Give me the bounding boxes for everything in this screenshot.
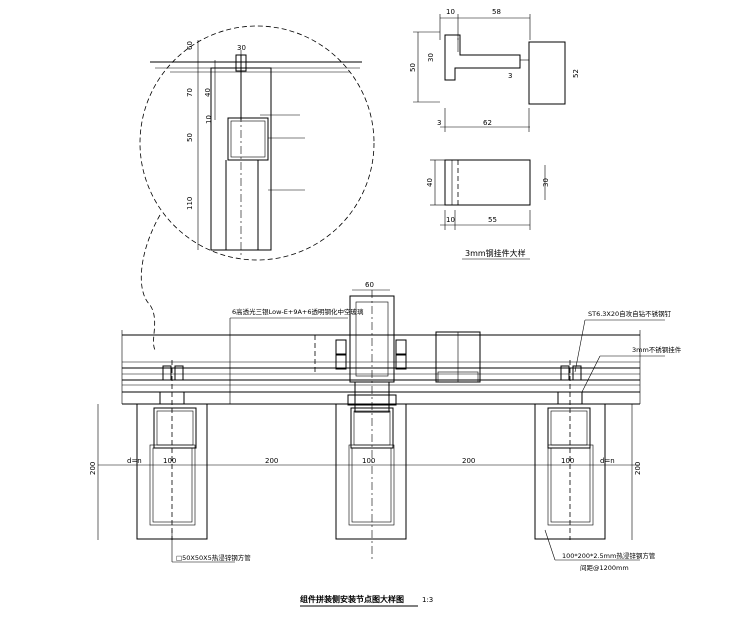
main-section: 60 xyxy=(89,281,682,607)
bracket-dim-62: 62 xyxy=(483,119,492,127)
dim-span-1: 100 xyxy=(163,457,176,465)
tube-section xyxy=(227,117,269,161)
dim-small-right: d=n xyxy=(600,457,615,465)
bracket-dim-3a: 3 xyxy=(508,72,512,80)
bracket-dim-50: 50 xyxy=(409,63,417,72)
callout-spacing: 间距@1200mm xyxy=(580,564,629,572)
section-scale: 1:3 xyxy=(422,596,433,604)
dim-side-left: 200 xyxy=(89,462,97,475)
detail-dim-110: 110 xyxy=(186,197,194,210)
pier-center xyxy=(335,403,407,540)
callout-glass: 6高透光三银Low-E+9A+6透明钢化中空玻璃 xyxy=(232,307,364,316)
detail-dim-30: 30 xyxy=(237,44,246,52)
detail-leader-curve xyxy=(140,214,161,351)
bracket-plate xyxy=(528,41,566,105)
bracket-elevation: 10 58 50 30 3 52 3 62 xyxy=(409,8,580,132)
detail-dim-60: 60 xyxy=(186,41,194,50)
dim-span-5: 100 xyxy=(561,457,574,465)
bracket-plan: 40 30 10 55 3mm钢挂件大样 xyxy=(426,159,550,260)
bracket-dim-52: 52 xyxy=(572,69,580,78)
plan-dim-55: 55 xyxy=(488,216,497,224)
plan-outline xyxy=(444,159,531,206)
section-dim-60: 60 xyxy=(365,281,374,289)
dim-span-4: 200 xyxy=(462,457,475,465)
detail-dim-50: 50 xyxy=(186,133,194,142)
detail-boundary-circle xyxy=(139,25,375,261)
pier-left xyxy=(136,360,208,540)
bracket-dim-10: 10 xyxy=(446,8,455,16)
detail-dim-40: 40 xyxy=(204,88,212,97)
callout-tube50: □50X50X5热浸锌钢方管 xyxy=(176,553,251,562)
bracket-outline xyxy=(444,34,521,81)
dim-side-right: 200 xyxy=(634,462,642,475)
bracket-dim-58: 58 xyxy=(492,8,501,16)
tube-inner xyxy=(230,120,266,158)
bracket-dim-3b: 3 xyxy=(437,119,441,127)
callout-bolt: ST6.3X20自攻自钻不锈钢钉 xyxy=(588,309,672,318)
plan-dim-10: 10 xyxy=(446,216,455,224)
callout-plate: 3mm不锈钢挂件 xyxy=(632,345,682,354)
plan-dim-40: 40 xyxy=(426,178,434,187)
plan-caption: 3mm钢挂件大样 xyxy=(465,248,526,258)
detail-dim-10: 10 xyxy=(205,115,213,124)
callout-tube100: 100*200*2.5mm热浸锌钢方管 xyxy=(562,551,656,560)
bracket-dim-30: 30 xyxy=(427,53,435,62)
detail-circle: 60 30 70 40 10 50 110 xyxy=(139,25,375,351)
dim-small-left: d=n xyxy=(127,457,142,465)
detail-dim-70: 70 xyxy=(186,88,194,97)
section-title: 组件拼装侧安装节点图大样图 xyxy=(300,594,404,604)
pier-right xyxy=(534,360,606,540)
plan-dim-30: 30 xyxy=(542,178,550,187)
dim-span-3: 100 xyxy=(362,457,375,465)
dim-span-2: 200 xyxy=(265,457,278,465)
